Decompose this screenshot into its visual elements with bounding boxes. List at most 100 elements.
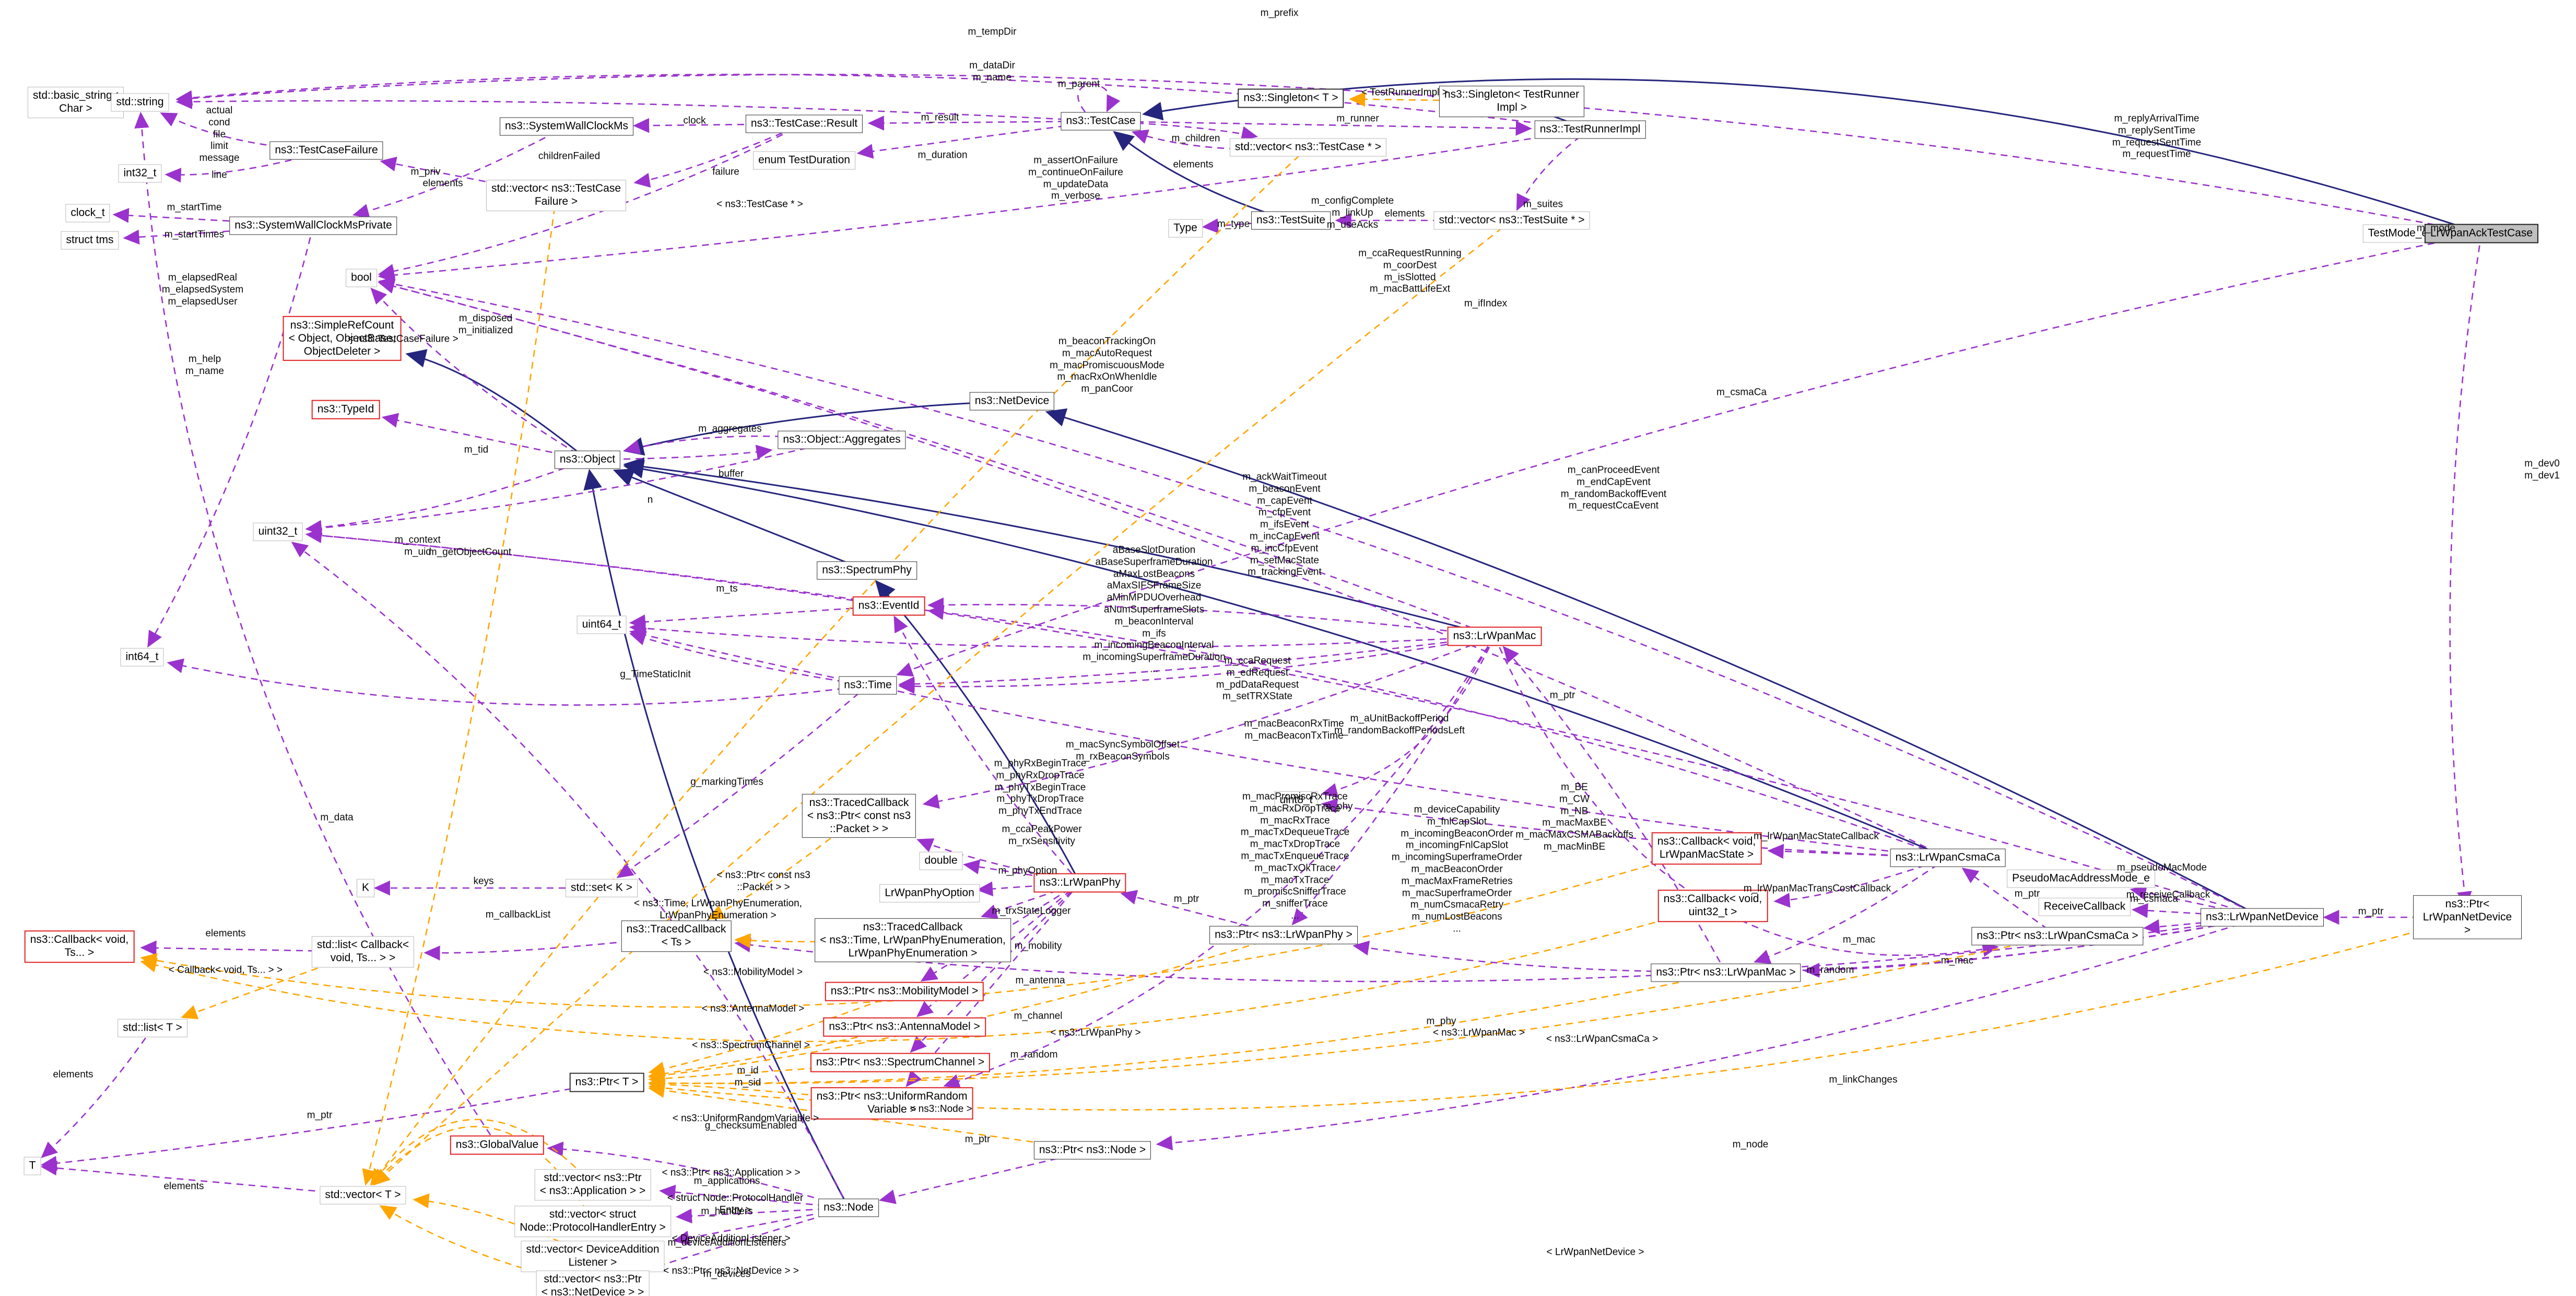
class-node-int32[interactable]: int32_t — [118, 164, 162, 183]
class-node-vecTcf[interactable]: std::vector< ns3::TestCase Failure > — [486, 180, 627, 211]
class-node-receiveCb[interactable]: ReceiveCallback — [2038, 897, 2131, 916]
class-node-swcm[interactable]: ns3::SystemWallClockMs — [499, 117, 634, 136]
class-node-uint8[interactable]: uint8_t — [1274, 791, 1318, 810]
class-node-double[interactable]: double — [919, 851, 963, 870]
edge-vecApp-vectorT — [370, 1118, 593, 1186]
class-node-basicString[interactable]: std::basic_string< Char > — [27, 87, 124, 118]
edge-testRunnerImpl-vecTestSuitePtr — [1516, 129, 1591, 211]
class-node-K[interactable]: K — [356, 879, 375, 897]
edge-ptrMobility-ptrT — [648, 990, 905, 1077]
class-node-vecProto[interactable]: std::vector< struct Node::ProtocolHandle… — [514, 1206, 671, 1237]
class-node-simpleRef[interactable]: ns3::SimpleRefCount < Object, ObjectBase… — [283, 316, 402, 361]
edge-lrwpanPhy-spectrumPhy — [875, 580, 1081, 883]
class-node-ptrNode[interactable]: ns3::Ptr< ns3::Node > — [1033, 1141, 1151, 1160]
class-node-vecApp[interactable]: std::vector< ns3::Ptr < ns3::Application… — [534, 1169, 651, 1200]
class-node-testRunnerImpl[interactable]: ns3::TestRunnerImpl — [1534, 120, 1646, 139]
edge-ackTestCase-time — [896, 232, 2482, 677]
edge-ptrLrwpanPhy-ptrT — [648, 934, 1284, 1083]
class-node-aggregates[interactable]: ns3::Object::Aggregates — [778, 430, 906, 449]
edge-lrwpanMac-ptrLrwpanPhy — [1291, 636, 1496, 926]
class-node-vecNetDev[interactable]: std::vector< ns3::Ptr < ns3::NetDevice >… — [536, 1270, 650, 1296]
class-node-bool[interactable]: bool — [346, 268, 377, 287]
class-node-vectorT[interactable]: std::vector< T > — [320, 1186, 406, 1205]
class-node-time[interactable]: ns3::Time — [839, 676, 897, 695]
class-node-tcbTs[interactable]: ns3::TracedCallback < Ts > — [621, 920, 732, 952]
edge-time-uint64 — [629, 631, 868, 686]
class-node-ptrSpectrumCh[interactable]: ns3::Ptr< ns3::SpectrumChannel > — [810, 1053, 991, 1072]
class-node-listT[interactable]: std::list< T > — [117, 1019, 187, 1037]
class-node-ptrLrwpanMac[interactable]: ns3::Ptr< ns3::LrWpanMac > — [1651, 963, 1801, 982]
class-node-uint64[interactable]: uint64_t — [577, 615, 627, 634]
class-node-tcFailure[interactable]: ns3::TestCaseFailure — [269, 141, 383, 160]
class-node-testCase[interactable]: ns3::TestCase — [1061, 112, 1141, 131]
class-node-singletonT[interactable]: ns3::Singleton< T > — [1238, 88, 1344, 108]
edge-lrwpanMac-eventId — [927, 597, 1495, 637]
edge-object-aggregates — [587, 445, 773, 461]
edge-lrwpanMac-uint8 — [1321, 636, 1496, 798]
edge-lrwpanPhy-eventId — [893, 615, 1080, 883]
class-node-cbMacState[interactable]: ns3::Callback< void, LrWpanMacState > — [1651, 832, 1762, 865]
edge-tcResult-bool — [378, 123, 805, 279]
class-node-tcbPacket[interactable]: ns3::TracedCallback < ns3::Ptr< const ns… — [802, 793, 916, 838]
class-node-object[interactable]: ns3::Object — [554, 450, 621, 469]
class-node-lrwpanPhy[interactable]: ns3::LrWpanPhy — [1033, 873, 1126, 893]
class-node-globalValue[interactable]: ns3::GlobalValue — [450, 1135, 545, 1155]
class-node-spectrumPhy[interactable]: ns3::SpectrumPhy — [817, 561, 917, 580]
class-node-lrwpanCsmaCa[interactable]: ns3::LrWpanCsmaCa — [1890, 848, 2006, 867]
class-node-tcbTime[interactable]: ns3::TracedCallback < ns3::Time, LrWpanP… — [815, 918, 1011, 963]
class-node-ptrCsmaCa[interactable]: ns3::Ptr< ns3::LrWpanCsmaCa > — [1971, 927, 2144, 945]
class-node-vecDevAdd[interactable]: std::vector< DeviceAddition Listener > — [521, 1241, 665, 1272]
class-node-clock[interactable]: clock_t — [65, 204, 110, 223]
class-node-vecTestSuitePtr[interactable]: std::vector< ns3::TestSuite * > — [1433, 211, 1590, 230]
class-node-testSuite[interactable]: ns3::TestSuite — [1251, 211, 1331, 230]
edge-lrwpanCsmaCa-bool — [378, 279, 1948, 859]
class-node-type[interactable]: Type — [1168, 219, 1203, 238]
edge-object-typeId — [381, 413, 588, 461]
class-node-swcmPriv[interactable]: ns3::SystemWallClockMsPrivate — [229, 216, 397, 235]
edge-lrwpanPhy-tcbTime — [980, 882, 1080, 919]
edge-lrwpanNetDevice-bool — [378, 276, 2263, 918]
edge-vecTestCasePtr-vectorT — [370, 147, 1309, 1186]
edge-testRunnerImpl-stdString — [175, 74, 1591, 131]
edge-ackTestCase-testCase — [1142, 78, 2482, 235]
class-node-ptrLrwpanNetDev[interactable]: ns3::Ptr< LrWpanNetDevice > — [2413, 895, 2522, 940]
class-node-node[interactable]: ns3::Node — [818, 1198, 879, 1217]
class-node-netDevice[interactable]: ns3::NetDevice — [969, 392, 1055, 411]
class-node-ptrAntenna[interactable]: ns3::Ptr< ns3::AntennaModel > — [823, 1017, 986, 1037]
class-node-uint32[interactable]: uint32_t — [253, 522, 303, 541]
class-node-cbVoid[interactable]: ns3::Callback< void, Ts... > — [24, 930, 135, 963]
class-node-lrwpanNetDevice[interactable]: ns3::LrWpanNetDevice — [2201, 908, 2324, 927]
edge-testCase-testRunnerImpl — [1100, 120, 1532, 136]
edge-node-uint32 — [291, 541, 850, 1208]
class-node-listCb[interactable]: std::list< Callback< void, Ts... > > — [311, 936, 415, 967]
class-node-singletonTRI[interactable]: ns3::Singleton< TestRunner Impl > — [1439, 86, 1585, 117]
class-node-duration[interactable]: enum TestDuration — [753, 151, 855, 170]
class-node-ptrUniform[interactable]: ns3::Ptr< ns3::UniformRandom Variable > — [810, 1087, 973, 1119]
edge-time-setK — [616, 685, 868, 878]
class-node-ackTestCase[interactable]: LrWpanAckTestCase — [2424, 224, 2539, 243]
class-node-T[interactable]: T — [23, 1157, 41, 1175]
class-node-vecTestCasePtr[interactable]: std::vector< ns3::TestCase * > — [1229, 138, 1387, 157]
class-node-typeId[interactable]: ns3::TypeId — [311, 400, 380, 419]
edge-aggregates-uint32 — [305, 439, 842, 535]
edge-ptrCsmaCa-lrwpanCsmaCa — [1961, 867, 2058, 937]
edge-swcm-swcmPriv — [352, 125, 567, 219]
class-node-int64[interactable]: int64_t — [120, 648, 164, 667]
class-node-ptrLrwpanPhy[interactable]: ns3::Ptr< ns3::LrWpanPhy > — [1209, 926, 1358, 944]
class-node-setK[interactable]: std::set< K > — [566, 879, 638, 897]
class-node-testMode[interactable]: TestMode_e — [2362, 224, 2433, 243]
edge-testCase-testCase — [1077, 84, 1121, 113]
class-node-pseudoMac[interactable]: PseudoMacAddressMode_e — [2007, 869, 2155, 888]
class-node-lrwpanMac[interactable]: ns3::LrWpanMac — [1447, 626, 1542, 646]
class-node-tms[interactable]: struct tms — [61, 231, 119, 250]
class-node-ptrT[interactable]: ns3::Ptr< T > — [569, 1072, 644, 1092]
class-node-tcResult[interactable]: ns3::TestCase::Result — [745, 114, 863, 133]
class-node-phyOption[interactable]: LrWpanPhyOption — [879, 884, 980, 903]
edge-testSuite-type — [1202, 218, 1291, 233]
edge-node-vecDevAdd — [673, 1207, 849, 1246]
class-node-stdString[interactable]: std::string — [111, 93, 169, 112]
class-node-ptrMobility[interactable]: ns3::Ptr< ns3::MobilityModel > — [825, 982, 984, 1001]
class-node-eventId[interactable]: ns3::EventId — [852, 596, 925, 616]
edge-object-bool — [370, 287, 588, 461]
class-node-cbUint32[interactable]: ns3::Callback< void, uint32_t > — [1657, 890, 1768, 922]
